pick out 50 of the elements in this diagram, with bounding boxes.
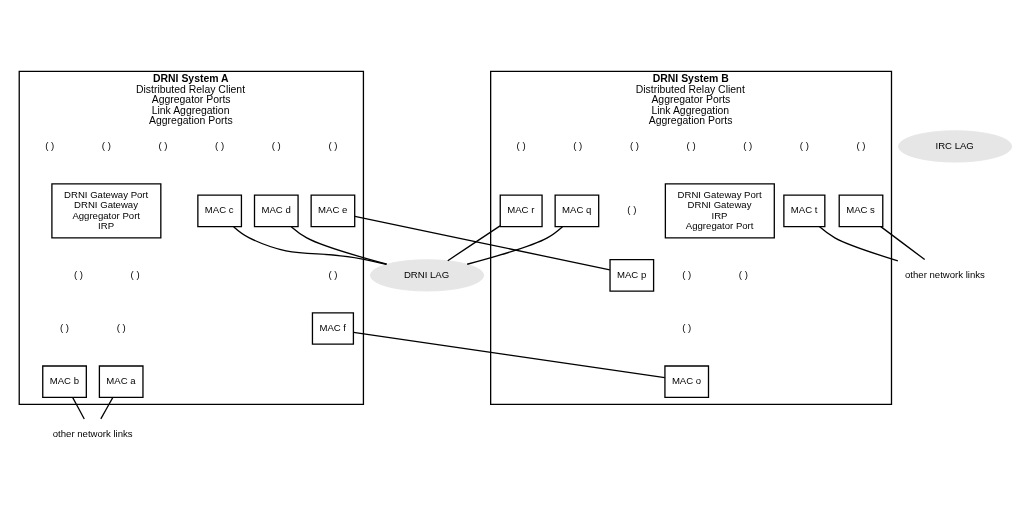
node-box: MAC b	[42, 364, 87, 398]
label: ( )	[73, 268, 83, 280]
connector	[466, 225, 564, 265]
node-text: other network links	[52, 427, 133, 439]
node-box: MAC c	[197, 194, 243, 227]
node-box: MAC s	[838, 194, 884, 227]
node-text: other network links	[905, 268, 985, 280]
label: ( )	[328, 139, 338, 151]
node-box: DRNI Gateway Port DRNI Gateway IRP Aggregator Port	[664, 182, 775, 239]
node-box: DRNI Gateway Port DRNI Gateway Aggregator Port IRP	[51, 182, 162, 239]
connector	[71, 396, 85, 420]
label: ( )	[158, 139, 168, 151]
node-box: MAC r	[499, 194, 543, 227]
label: ( )	[627, 203, 637, 215]
node-box: MAC d	[253, 194, 299, 227]
connector	[100, 396, 114, 420]
label: ( )	[799, 139, 809, 151]
label: ( )	[328, 268, 338, 280]
node-box: MAC e	[310, 194, 356, 227]
node-box: MAC f	[311, 311, 355, 345]
connector	[232, 225, 387, 265]
node-box: MAC o	[664, 364, 710, 398]
label: ( )	[60, 321, 70, 333]
node-ellipse: DRNI LAG	[369, 258, 485, 291]
connector	[290, 225, 388, 265]
label: ( )	[682, 321, 692, 333]
connector	[352, 331, 666, 378]
node-box: MAC t	[783, 194, 826, 227]
node-box: MAC a	[98, 364, 144, 398]
label: ( )	[682, 268, 692, 280]
label: ( )	[738, 268, 748, 280]
label: ( )	[516, 139, 526, 151]
label: ( )	[130, 268, 140, 280]
label: ( )	[856, 139, 866, 151]
connector	[818, 225, 899, 261]
label: ( )	[45, 139, 55, 151]
label: ( )	[271, 139, 281, 151]
label: ( )	[629, 139, 639, 151]
node-ellipse: IRC LAG	[898, 129, 1013, 162]
node-box: MAC q	[554, 194, 600, 227]
connector	[447, 224, 501, 261]
label: ( )	[101, 139, 111, 151]
connector	[880, 225, 926, 260]
connector	[354, 215, 611, 271]
label: ( )	[743, 139, 753, 151]
label: ( )	[215, 139, 225, 151]
label: ( )	[573, 139, 583, 151]
node-box: MAC p	[609, 258, 655, 292]
label: ( )	[686, 139, 696, 151]
label: ( )	[116, 321, 126, 333]
